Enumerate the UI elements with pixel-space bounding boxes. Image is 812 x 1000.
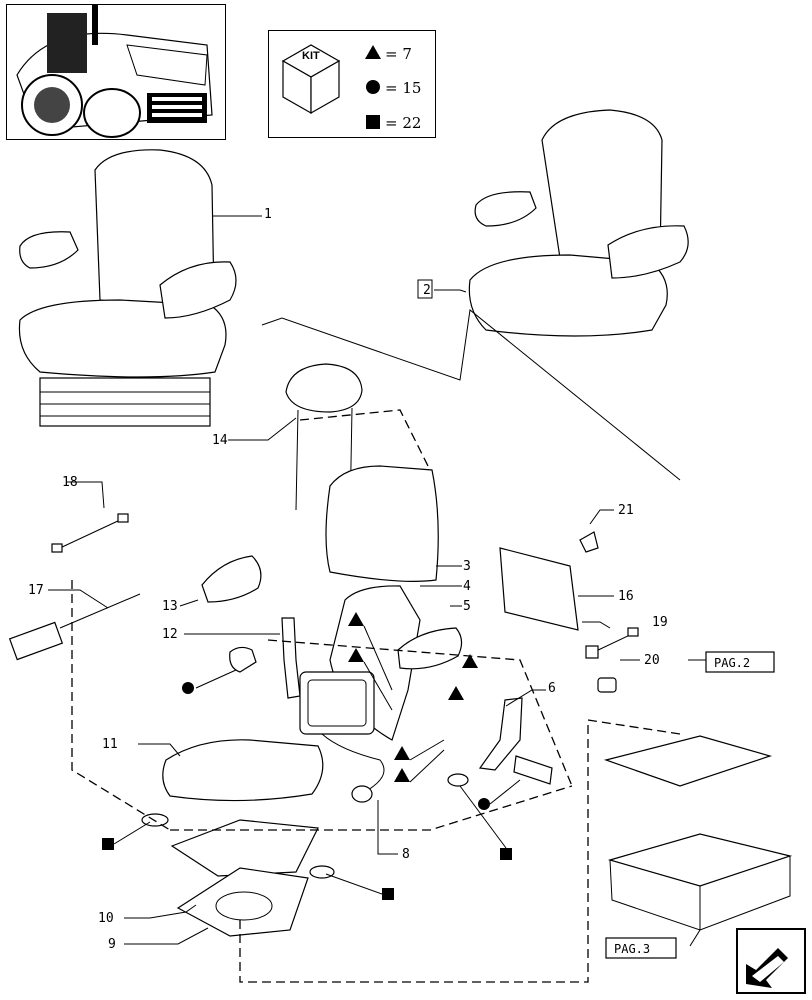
cap-small-b bbox=[309, 865, 335, 879]
panel-16 bbox=[499, 547, 579, 631]
kit-circle-count: = 15 bbox=[385, 79, 421, 97]
callout-18: 18 bbox=[62, 475, 78, 490]
kit-cube-icon: KIT bbox=[281, 44, 341, 115]
seat-cushion-11 bbox=[162, 739, 324, 802]
callout-11: 11 bbox=[102, 737, 118, 752]
callout-4: 4 bbox=[463, 579, 471, 594]
seat-assembly-1 bbox=[18, 149, 237, 427]
next-page-button[interactable] bbox=[736, 928, 806, 994]
callout-19: 19 bbox=[652, 615, 668, 630]
page-ref-2-box bbox=[705, 651, 775, 673]
lumbar-cushion-13 bbox=[201, 555, 262, 603]
triangle-marker-icon bbox=[448, 686, 464, 700]
cable-8 bbox=[321, 733, 385, 791]
tractor-thumbnail bbox=[6, 4, 226, 140]
tractor-illustration bbox=[16, 5, 213, 138]
callout-8: 8 bbox=[402, 847, 410, 862]
callout-17: 17 bbox=[28, 583, 44, 598]
callout-12: 12 bbox=[162, 627, 178, 642]
triangle-marker-icon bbox=[394, 768, 410, 782]
circle-marker-icon bbox=[182, 682, 194, 694]
armrest-5 bbox=[397, 627, 463, 670]
callout-21: 21 bbox=[618, 503, 634, 518]
headrest-14 bbox=[285, 363, 363, 521]
callout-14: 14 bbox=[212, 433, 228, 448]
part-markers bbox=[102, 612, 521, 900]
cap-20 bbox=[597, 677, 617, 693]
bracket-12 bbox=[281, 617, 301, 699]
square-marker-icon bbox=[500, 848, 512, 860]
triangle-marker-icon bbox=[394, 746, 410, 760]
slide-plate-10 bbox=[170, 819, 319, 877]
dash-outline-bottom bbox=[170, 785, 573, 831]
triangle-icon bbox=[365, 45, 381, 59]
triangle-marker-icon bbox=[462, 654, 478, 668]
cap-small-a bbox=[141, 813, 169, 827]
square-marker-icon bbox=[382, 888, 394, 900]
seat-assembly-2 bbox=[468, 109, 689, 337]
callout-16: 16 bbox=[618, 589, 634, 604]
adjust-knob bbox=[229, 646, 257, 673]
circle-marker-icon bbox=[478, 798, 490, 810]
page-ref-2: PAG.2 bbox=[714, 656, 750, 670]
callout-20: 20 bbox=[644, 653, 660, 668]
backrest-3 bbox=[325, 465, 439, 582]
cap-small-c bbox=[447, 773, 469, 787]
callout-1: 1 bbox=[264, 207, 272, 222]
triangle-marker-icon bbox=[348, 648, 364, 662]
clip-21 bbox=[579, 531, 599, 553]
kit-triangle-count: = 7 bbox=[385, 45, 412, 63]
circle-icon bbox=[366, 80, 380, 94]
callout-13: 13 bbox=[162, 599, 178, 614]
kit-label: KIT bbox=[302, 50, 320, 62]
seat-belt bbox=[513, 755, 553, 785]
suspension-reference bbox=[603, 735, 793, 931]
seat-sensor-mat-17 bbox=[8, 593, 141, 661]
callout-10: 10 bbox=[98, 911, 114, 926]
cable-18 bbox=[59, 519, 121, 549]
callout-3: 3 bbox=[463, 559, 471, 574]
callout-2: 2 bbox=[423, 283, 431, 298]
dash-outline-headrest bbox=[299, 409, 431, 471]
assembly-line bbox=[261, 309, 681, 481]
backrest-frame-4 bbox=[329, 585, 421, 741]
callout-5: 5 bbox=[463, 599, 471, 614]
dash-outline-right bbox=[267, 639, 573, 787]
dash-outline-base bbox=[239, 719, 681, 983]
callout-6: 6 bbox=[548, 681, 556, 696]
callout-9: 9 bbox=[108, 937, 116, 952]
cable-19 bbox=[593, 633, 633, 653]
square-icon bbox=[366, 115, 380, 129]
next-page-arrow-icon bbox=[746, 948, 788, 988]
square-marker-icon bbox=[102, 838, 114, 850]
page-ref-3-box bbox=[605, 937, 677, 959]
control-panel bbox=[299, 671, 375, 735]
page-ref-3: PAG.3 bbox=[614, 942, 650, 956]
triangle-marker-icon bbox=[348, 612, 364, 626]
kit-legend: KIT = 7 = 15 = 22 bbox=[268, 30, 436, 138]
kit-square-count: = 22 bbox=[385, 114, 421, 132]
dash-outline-left bbox=[71, 580, 171, 831]
armrest-support-6 bbox=[478, 697, 523, 771]
base-plate-9 bbox=[176, 867, 309, 937]
